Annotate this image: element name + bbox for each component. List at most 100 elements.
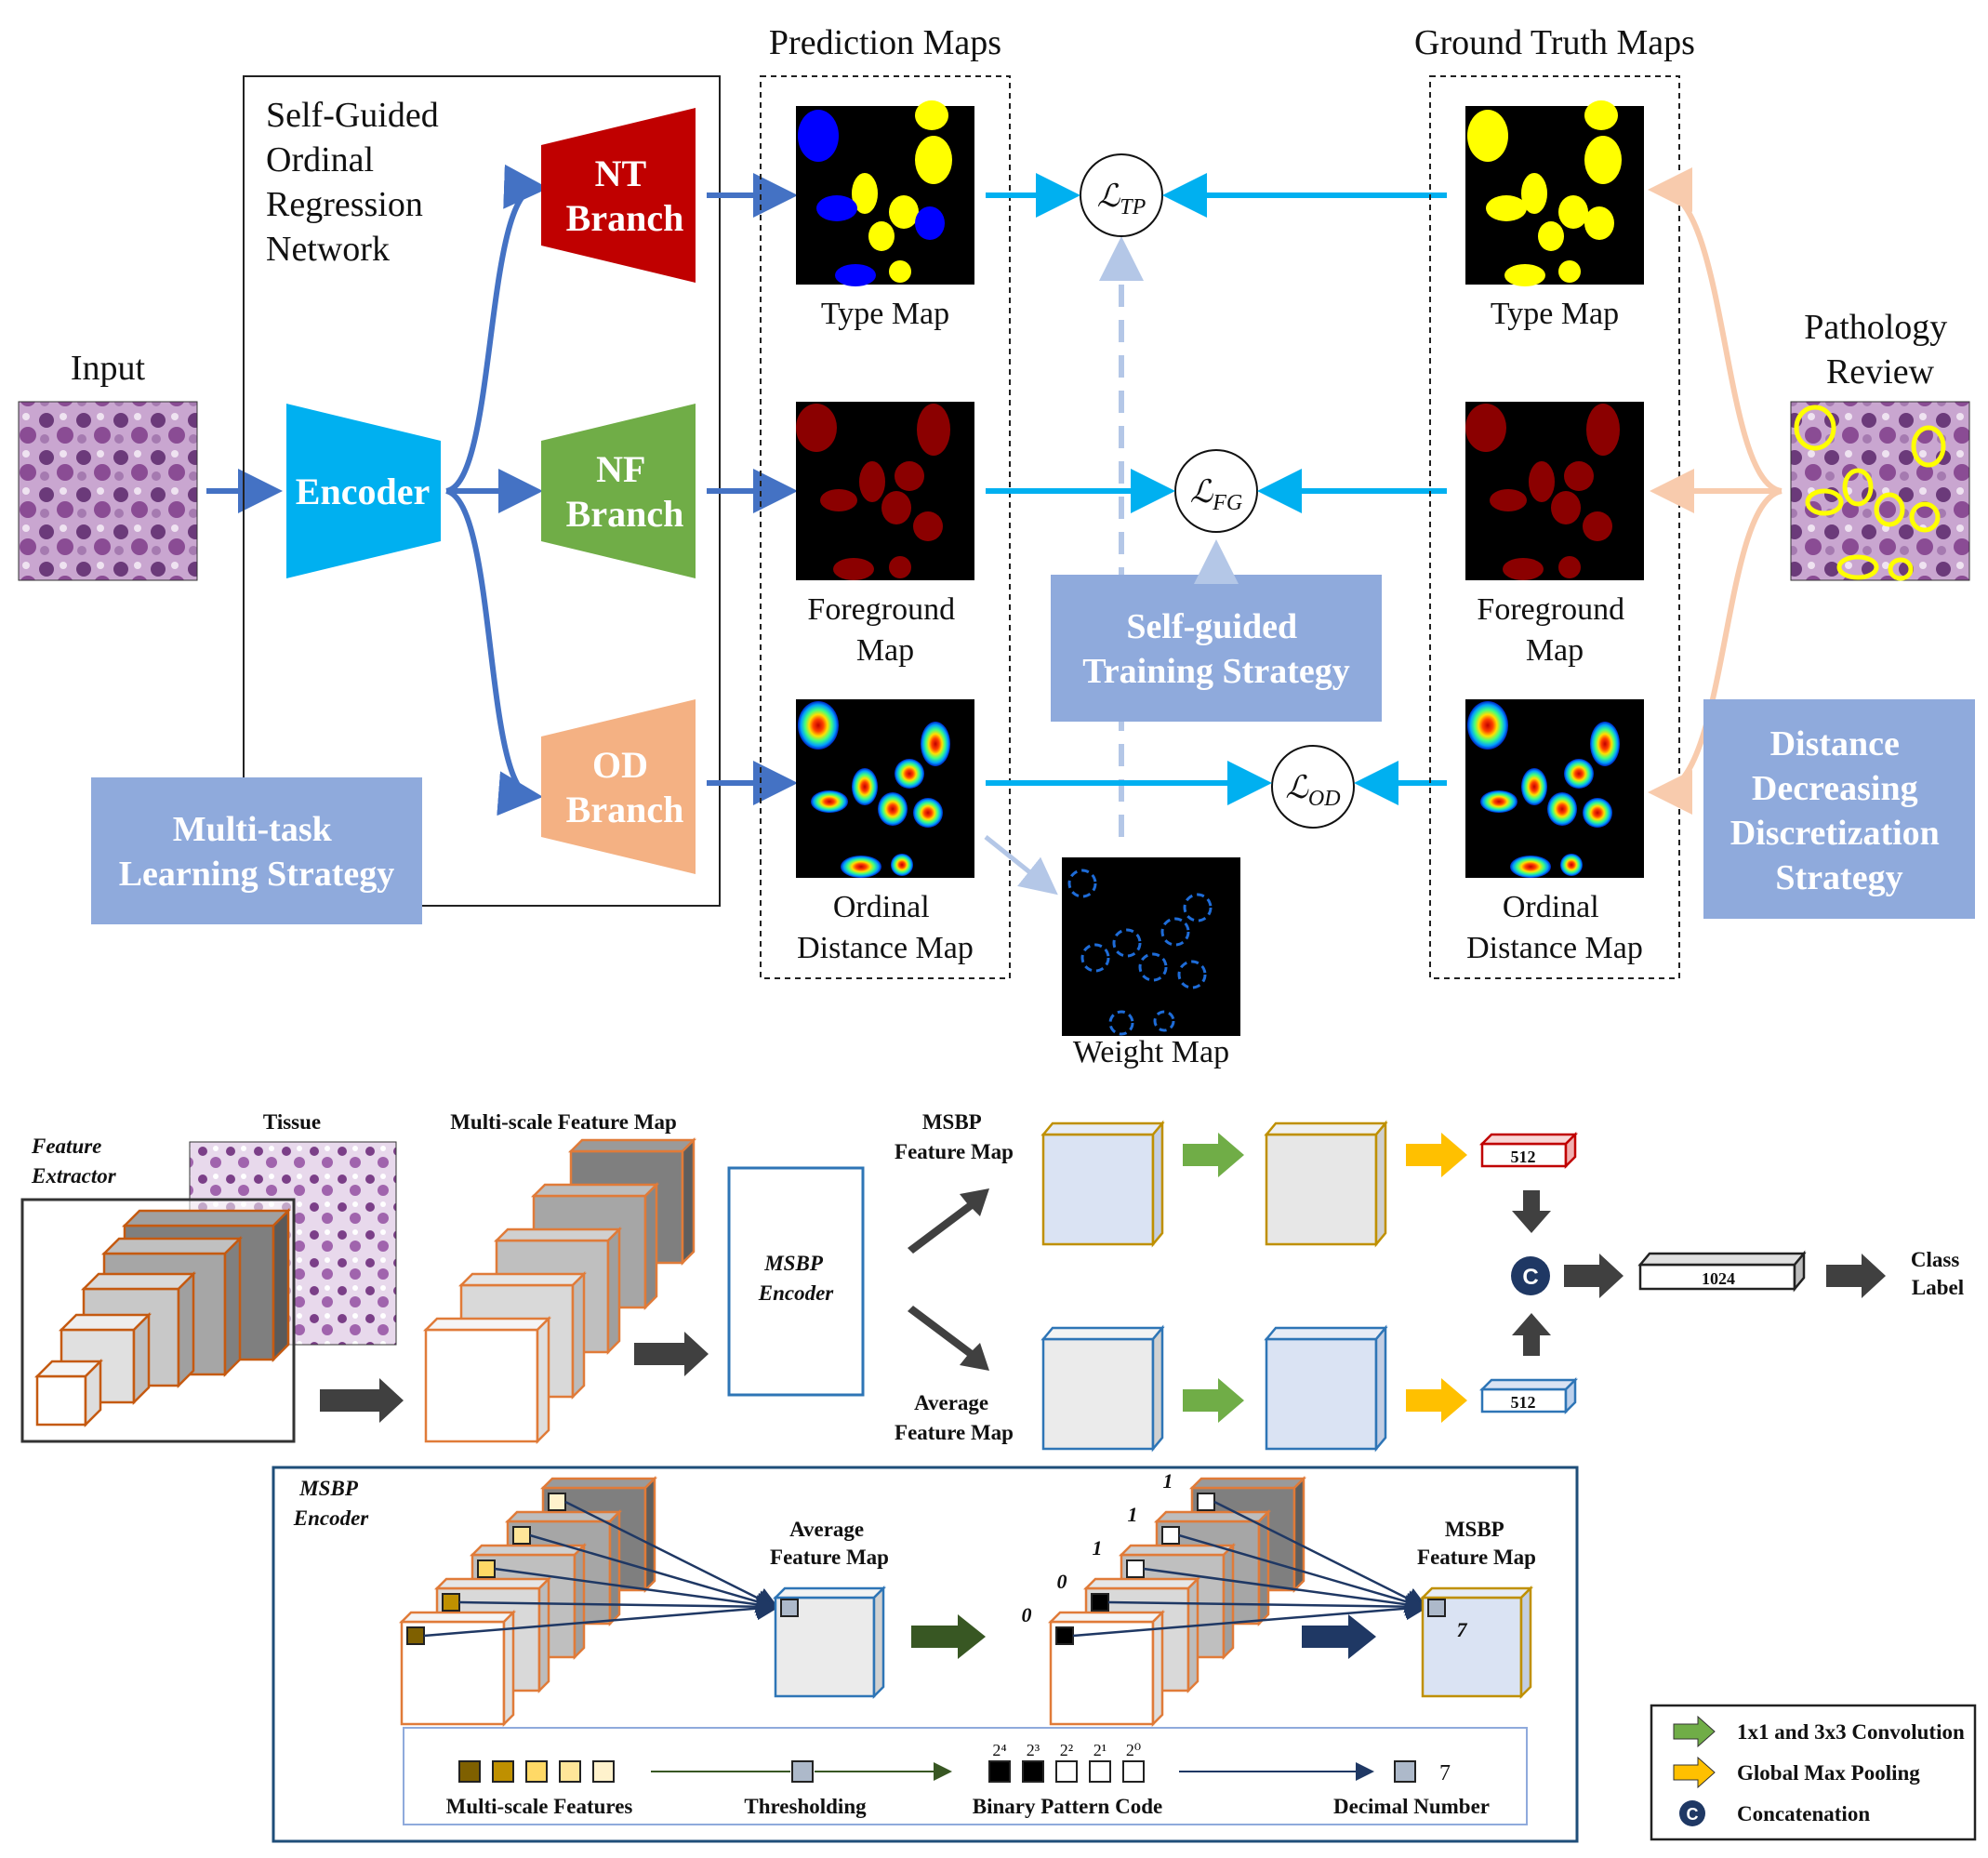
vector-1024 — [1637, 1250, 1807, 1293]
top-vec-to-concat-arrow — [1512, 1190, 1551, 1233]
inset-average-cube — [772, 1585, 887, 1700]
distance-strategy-label: Distance Decreasing Discretization Strat… — [1730, 724, 1949, 897]
top-vector-512-label: 512 — [1511, 1148, 1536, 1166]
gt-foreground-map-label: Foreground Map — [1477, 592, 1632, 668]
legend-binary-pattern-label: Binary Pattern Code — [973, 1795, 1162, 1818]
ground-truth-maps-title: Ground Truth Maps — [1414, 23, 1695, 62]
pred-foreground-map — [796, 402, 974, 580]
prediction-maps-title: Prediction Maps — [769, 23, 1001, 62]
1024-to-class-arrow — [1826, 1254, 1886, 1298]
inset-feature-pixels — [406, 1493, 566, 1645]
pathology-review-label: Pathology Review — [1804, 308, 1956, 392]
inset-msbp-encoder-label: MSBP Encoder — [293, 1477, 370, 1530]
tissue-label: Tissue — [263, 1110, 321, 1134]
bottom-vector-512-label: 512 — [1511, 1393, 1536, 1412]
pred-type-map-label: Type Map — [821, 297, 949, 331]
msbp-feature-map-label: MSBP Feature Map — [895, 1110, 1014, 1163]
inset-average-feature-map-label: Average Feature Map — [770, 1518, 889, 1569]
legend-binary-swatches — [988, 1760, 1145, 1783]
bottom-gmp-arrow — [1406, 1378, 1467, 1423]
legend-decimal-swatch — [1394, 1760, 1416, 1783]
multiscale-feature-map-stack — [422, 1136, 697, 1445]
legend-gmp-arrow-icon — [1673, 1756, 1716, 1789]
vector-1024-label: 1024 — [1702, 1269, 1735, 1288]
legend-conv-label: 1x1 and 3x3 Convolution — [1737, 1720, 1965, 1744]
legend-decimal-value: 7 — [1439, 1761, 1451, 1785]
bit-label-3: 1 — [1093, 1536, 1103, 1559]
inset-legend-row — [403, 1727, 1528, 1825]
inset-right-lines — [1072, 1500, 1429, 1638]
od-branch-block — [541, 699, 696, 874]
legend-power-2: 2³ — [1027, 1741, 1040, 1759]
multiscale-feature-map-label: Multi-scale Feature Map — [450, 1110, 677, 1134]
od-loss-label: ℒOD — [1285, 771, 1340, 811]
bit-label-4: 0 — [1057, 1570, 1067, 1593]
legend-power-3: 2² — [1060, 1741, 1073, 1759]
concat-symbol: C — [1522, 1265, 1538, 1290]
legend-power-4: 2¹ — [1093, 1741, 1107, 1759]
multiscale-to-encoder-arrow — [634, 1332, 709, 1376]
legend-threshold-swatch — [791, 1760, 814, 1783]
encoder-to-nt-arrow — [444, 164, 549, 494]
ordinal-to-weight-arrow — [984, 835, 1058, 896]
legend-thresholding-label: Thresholding — [744, 1795, 867, 1818]
weight-map — [1062, 857, 1240, 1036]
network-title: Self-Guided Ordinal Regression Network — [266, 96, 447, 269]
pred-foreground-map-label: Foreground Map — [807, 592, 962, 668]
legend-power-1: 2⁴ — [992, 1741, 1006, 1759]
gt-ordinal-distance-map — [1465, 699, 1644, 878]
inset-binary-stack — [1047, 1475, 1307, 1728]
self-guided-strategy-label: Self-guided Training Strategy — [1082, 607, 1349, 691]
msbp-feature-cube — [1040, 1120, 1165, 1248]
gt-foreground-map — [1465, 402, 1644, 580]
legend-multiscale-swatches — [458, 1760, 615, 1783]
msbp-conv-cube — [1264, 1120, 1388, 1248]
average-feature-cube — [1040, 1324, 1165, 1453]
concat-node — [1511, 1256, 1550, 1295]
network-title-line4: Network — [266, 230, 390, 269]
top-gmp-arrow — [1406, 1133, 1467, 1177]
multi-task-strategy-box — [91, 777, 422, 924]
bit-label-2: 1 — [1128, 1503, 1138, 1526]
encoder-to-od-arrow — [444, 488, 543, 816]
encoder-to-average-map-arrow — [908, 1306, 989, 1371]
pred-ordinal-distance-map-label: Ordinal Distance Map — [797, 890, 974, 965]
inset-multiscale-stack — [398, 1475, 658, 1728]
encoder-to-msbp-map-arrow — [908, 1188, 989, 1254]
inset-msbp-cube — [1419, 1585, 1534, 1700]
feature-extractor-label: Feature Extractor — [31, 1135, 117, 1188]
legend-conv-arrow-icon — [1673, 1715, 1716, 1748]
average-feature-map-label: Average Feature Map — [895, 1391, 1014, 1444]
legend-decimal-label: Decimal Number — [1333, 1795, 1490, 1818]
legend-power-5: 2⁰ — [1126, 1741, 1141, 1759]
nt-branch-block — [541, 108, 696, 283]
bit-label-5: 0 — [1022, 1603, 1032, 1626]
legend-concat-icon — [1679, 1800, 1705, 1826]
weight-map-label: Weight Map — [1073, 1035, 1229, 1069]
network-title-line3: Regression — [266, 185, 423, 224]
pathology-to-gt-od-arrow — [1648, 488, 1783, 815]
legend-concat-icon-letter: C — [1687, 1805, 1699, 1824]
class-label: Class Label — [1911, 1248, 1965, 1299]
average-conv-cube — [1264, 1324, 1388, 1453]
gt-type-map-label: Type Map — [1491, 297, 1619, 331]
input-label: Input — [71, 349, 146, 388]
bottom-vector-512 — [1478, 1376, 1579, 1415]
self-guided-strategy-box — [1051, 575, 1382, 722]
distance-strategy-box — [1703, 699, 1975, 919]
nt-branch-label: NT Branch — [566, 153, 684, 239]
nf-branch-block — [541, 404, 696, 578]
inset-threshold-arrow — [911, 1614, 986, 1659]
legend-multiscale-label: Multi-scale Features — [446, 1795, 633, 1818]
top-vector-512 — [1478, 1131, 1579, 1170]
extractor-to-multiscale-arrow — [320, 1378, 404, 1423]
legend-gmp-label: Global Max Pooling — [1737, 1761, 1920, 1785]
ground-truth-maps-frame — [1429, 75, 1680, 979]
gt-type-map — [1465, 100, 1644, 286]
inset-msbp-decimal: 7 — [1457, 1618, 1468, 1641]
pathology-to-gt-type-arrow — [1648, 167, 1783, 494]
input-tissue-image — [18, 401, 198, 581]
legend-concat-label: Concatenation — [1737, 1802, 1870, 1825]
encoder-block — [286, 404, 441, 578]
